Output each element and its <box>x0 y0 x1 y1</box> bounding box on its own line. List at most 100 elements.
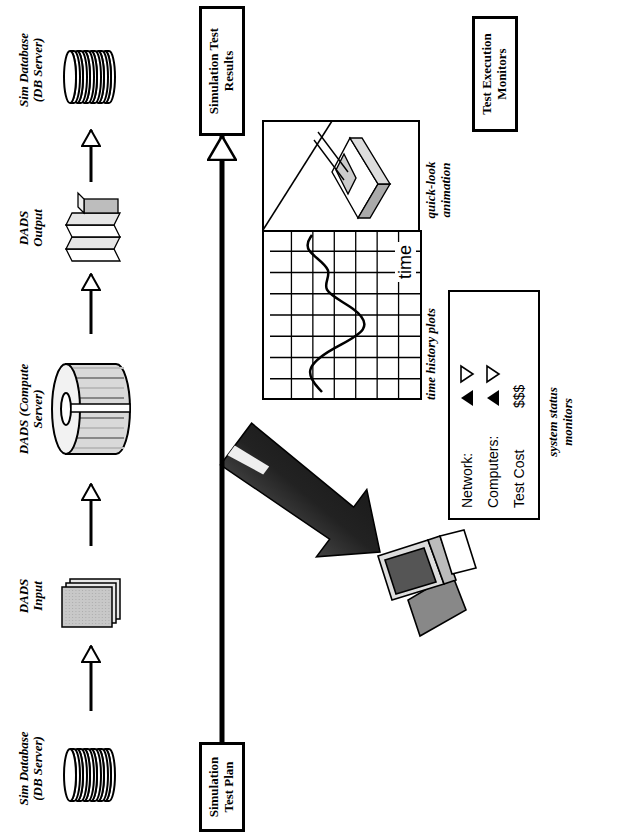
box-label: Test Execution Monitors <box>480 24 510 124</box>
disk-top <box>64 51 76 103</box>
label-area: Sim Database (DB Server) <box>6 10 46 130</box>
grid-line <box>270 378 420 379</box>
panel-row: Computers: <box>480 302 506 508</box>
icon <box>46 344 136 474</box>
disk-stack <box>64 750 115 802</box>
icon-area <box>46 711 136 826</box>
printout-icon <box>66 193 120 261</box>
stipple <box>69 590 70 624</box>
history-curve <box>307 235 364 392</box>
book <box>84 199 118 213</box>
animation-frame-border <box>263 121 419 289</box>
label-area: Sim Database (DB Server) <box>6 711 46 826</box>
axis-label: time <box>395 242 416 282</box>
fanfold-panel <box>66 213 120 225</box>
icon-label: DADS Output <box>17 200 46 256</box>
stipple <box>85 590 86 624</box>
icon <box>58 559 124 633</box>
input-node: DADS Input <box>6 546 136 646</box>
disk-top <box>64 750 76 802</box>
grid-line <box>334 231 335 399</box>
icon-label: Sim Database (DB Server) <box>17 22 46 118</box>
panel-caption: system status monitors <box>546 372 575 472</box>
plot-frame <box>263 231 421 399</box>
down-arrow <box>487 366 499 382</box>
shade-line <box>70 377 124 379</box>
icon-label: Sim Database (DB Server) <box>17 721 46 817</box>
cpu-box <box>440 530 476 574</box>
cylinder-core <box>61 393 71 425</box>
flow-arrow <box>90 274 93 334</box>
shade-line <box>70 447 124 449</box>
output-node: DADS Output <box>6 182 136 274</box>
stipple <box>99 590 100 624</box>
icon-area <box>46 182 136 274</box>
label-area: DADS (Compute Server) <box>6 334 46 484</box>
animation-caption: quick-look animation <box>424 148 453 232</box>
fanfold-panel <box>66 237 120 249</box>
grid-line <box>355 231 356 399</box>
vehicle <box>314 132 390 218</box>
trend-arrows <box>459 364 475 408</box>
icon-label: DADS Input <box>17 570 46 622</box>
up-arrow <box>461 390 473 406</box>
page <box>62 587 112 627</box>
icon-area <box>46 334 136 484</box>
shade-line <box>70 367 124 369</box>
flow-arrow <box>90 646 93 711</box>
time-plot: timetime history plots <box>262 230 422 400</box>
fanfold-panel <box>66 225 120 237</box>
panel-row: Test Cost $$$ <box>506 302 532 508</box>
icon <box>58 732 124 806</box>
box-label: Simulation Test Plan <box>207 750 237 824</box>
book-top <box>78 193 84 213</box>
flow-arrow <box>90 484 93 546</box>
stipple <box>95 590 96 624</box>
stipple <box>89 590 90 624</box>
shade-line <box>70 437 124 439</box>
status-panel: Network:Computers:Test Cost$$$system sta… <box>448 290 540 520</box>
icon-area <box>46 10 136 130</box>
launcher-rail <box>318 132 348 172</box>
icon-label: DADS (Compute Server) <box>17 353 46 465</box>
icon <box>58 191 124 265</box>
compute-server-icon <box>52 364 130 454</box>
panel-row: Network: <box>454 302 480 508</box>
grid-line <box>270 293 420 294</box>
compute-node: DADS (Compute Server) <box>6 334 136 484</box>
test-plan-box: Simulation Test Plan <box>199 742 245 832</box>
disk-stack <box>64 51 115 103</box>
stipple <box>79 590 80 624</box>
stipple <box>75 590 76 624</box>
status-label: Computers: <box>485 416 501 508</box>
status-label: Network: <box>459 416 475 508</box>
plot-caption: time history plots <box>424 308 439 400</box>
grid-line <box>270 336 420 337</box>
grid-line <box>270 314 420 315</box>
label-area: DADS Input <box>6 546 46 646</box>
cost-value: $$$ <box>511 385 527 408</box>
stipple <box>66 590 67 624</box>
arrow-highlight <box>228 446 270 475</box>
status-label: Test Cost <box>511 416 527 508</box>
cylinder-slot <box>71 404 130 412</box>
stipple <box>105 590 106 624</box>
monitors-box: Test Execution Monitors <box>472 16 518 132</box>
flow-arrow <box>90 130 93 182</box>
grid-line <box>376 231 377 399</box>
grid-line <box>291 231 292 399</box>
vehicle-side <box>358 184 390 218</box>
grid-line <box>270 357 420 358</box>
database-node: Sim Database (DB Server) <box>6 10 136 130</box>
trend-arrows <box>485 364 501 408</box>
fanfold-panel <box>66 249 120 261</box>
down-arrow <box>461 366 473 382</box>
stipple <box>82 590 83 624</box>
workstation <box>378 530 476 636</box>
label-area: DADS Output <box>6 182 46 274</box>
stipple <box>108 590 109 624</box>
page-stack <box>62 579 120 627</box>
up-arrow <box>487 390 499 406</box>
icon-area <box>46 546 136 646</box>
